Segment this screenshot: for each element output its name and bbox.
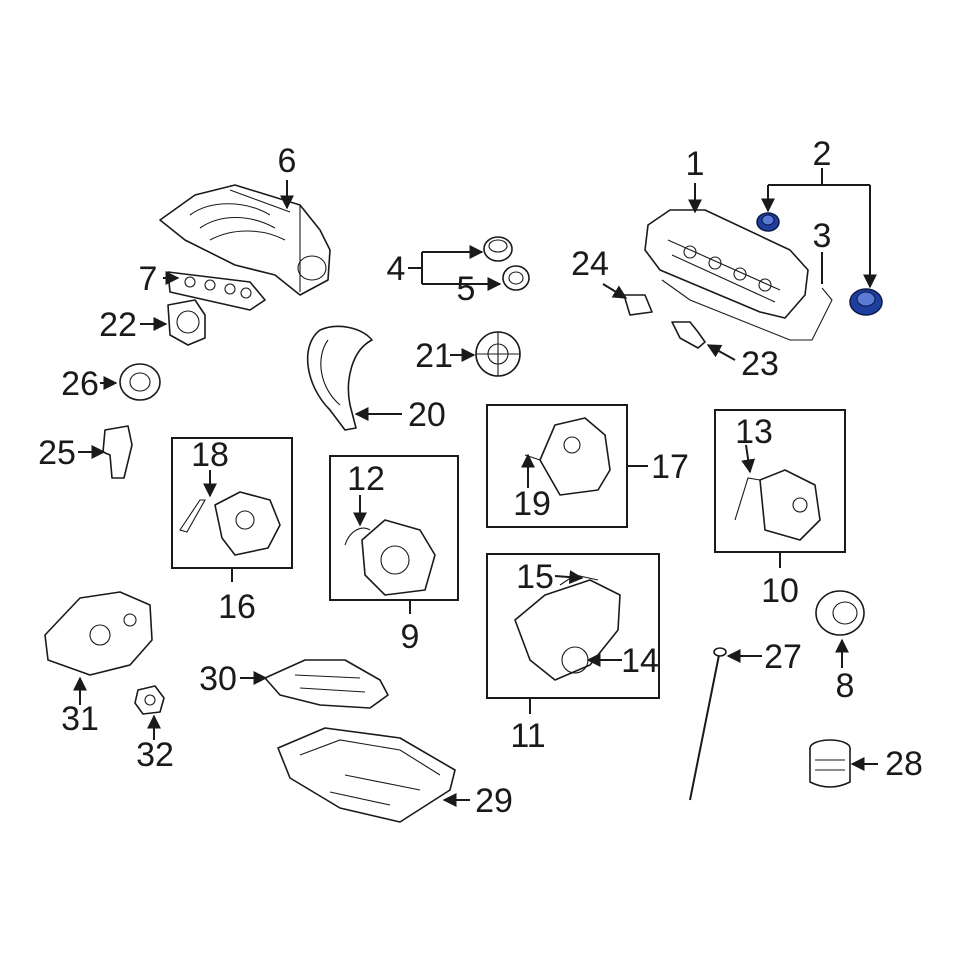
oil-filler-cap-part[interactable] [483,236,513,262]
callout-12[interactable]: 12 [347,460,385,498]
callout-19[interactable]: 19 [513,485,551,523]
oil-pump-part[interactable] [44,591,153,676]
callout-10[interactable]: 10 [761,572,799,610]
intake-gasket-part[interactable] [167,271,266,311]
crank-pulley-part[interactable] [815,590,865,636]
seal-washer-part-a[interactable] [756,212,780,232]
filter-nut-part[interactable] [134,685,165,715]
cam-pulley-part[interactable] [475,331,521,377]
timing-cover-10-part[interactable] [734,469,821,541]
callout-5[interactable]: 5 [457,270,476,308]
callout-27[interactable]: 27 [764,638,802,676]
callout-3[interactable]: 3 [813,217,832,255]
callout-21[interactable]: 21 [415,337,453,375]
callout-labels: 6 7 22 26 25 20 4 5 21 1 2 3 24 23 18 16… [38,135,923,820]
callout-24[interactable]: 24 [571,245,609,283]
callout-20[interactable]: 20 [408,396,446,434]
sleeve-part[interactable] [623,294,653,316]
callout-28[interactable]: 28 [885,745,923,783]
callout-14[interactable]: 14 [621,642,659,680]
callout-30[interactable]: 30 [199,660,237,698]
intake-manifold-part[interactable] [159,184,331,296]
seal-washer-part-b[interactable] [849,288,883,316]
cover-seal-18-part[interactable] [179,499,206,533]
callout-31[interactable]: 31 [61,700,99,738]
callout-16[interactable]: 16 [218,588,256,626]
callout-7[interactable]: 7 [139,260,158,298]
callout-15[interactable]: 15 [516,558,554,596]
group-box-9 [329,455,459,601]
dipstick-part[interactable] [689,647,727,801]
callout-4[interactable]: 4 [387,250,406,288]
callout-2[interactable]: 2 [813,135,832,173]
callout-18[interactable]: 18 [191,436,229,474]
timing-belt-part[interactable] [306,325,373,431]
callout-6[interactable]: 6 [278,142,297,180]
leader-lines [73,168,878,807]
callout-17[interactable]: 17 [651,448,689,486]
callout-9[interactable]: 9 [401,618,420,656]
callout-8[interactable]: 8 [836,667,855,705]
callout-13[interactable]: 13 [735,413,773,451]
timing-cover-17-part[interactable] [524,417,611,496]
rear-timing-cover-part[interactable] [214,491,281,556]
callout-25[interactable]: 25 [38,434,76,472]
callout-32[interactable]: 32 [136,736,174,774]
callout-1[interactable]: 1 [686,145,705,183]
group-box-11 [486,553,660,699]
oil-pan-part[interactable] [277,727,456,823]
filler-cap-seal-part[interactable] [502,265,530,291]
back-cover-9-part[interactable] [344,519,436,596]
pcv-valve-part[interactable] [671,321,706,349]
sensor-part[interactable] [102,425,133,479]
valve-cover-part[interactable] [644,209,809,319]
callout-26[interactable]: 26 [61,365,99,403]
callout-11[interactable]: 11 [510,717,545,755]
valve-cover-gasket-part[interactable] [661,279,833,341]
callout-29[interactable]: 29 [475,782,513,820]
oil-filter-part[interactable] [809,739,851,788]
callout-22[interactable]: 22 [99,306,137,344]
idler-pulley-part[interactable] [119,363,161,401]
belt-tensioner-part[interactable] [167,299,206,346]
oil-baffle-part[interactable] [264,659,389,709]
callout-23[interactable]: 23 [741,345,779,383]
